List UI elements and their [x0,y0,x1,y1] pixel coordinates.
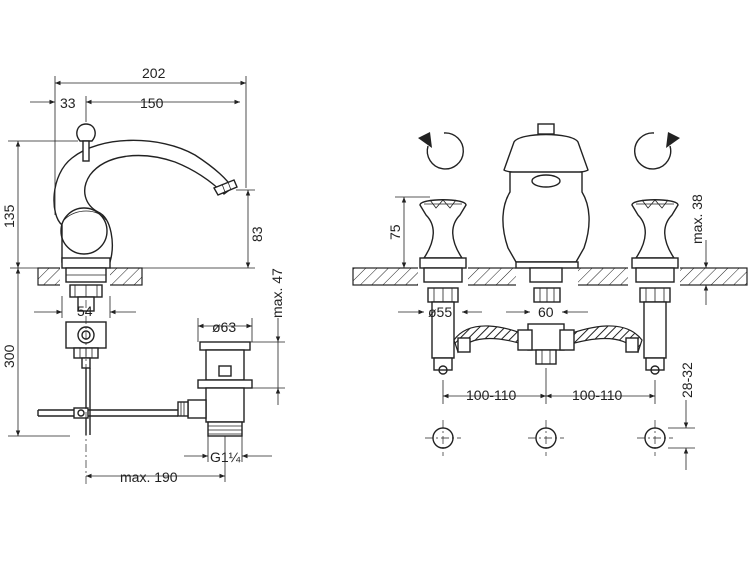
rotate-clockwise-icon [634,132,680,170]
mounting-hole-pattern [425,420,673,456]
dim-75: 75 [387,224,403,240]
right-handle [631,199,679,375]
side-view: 202 33 150 135 83 max. 47 300 54 ø63 G1¼… [1,65,285,485]
spout-base [61,257,111,269]
dim-150: 150 [140,95,164,111]
dim-phi-63: ø63 [212,319,236,335]
left-handle [419,199,467,375]
dim-28-32: 28-32 [679,362,695,398]
dim-33: 33 [60,95,76,111]
side-dimensions [8,76,285,482]
dim-202: 202 [142,65,166,81]
dim-max-47: max. 47 [269,268,285,318]
front-dimensions [395,196,715,470]
dim-300: 300 [1,344,17,368]
dim-g1-quarter: G1¼ [210,449,241,465]
dim-max-38: max. 38 [689,194,705,244]
rotate-counterclockwise-icon [418,132,464,170]
center-spout [502,123,590,365]
dim-83: 83 [249,226,265,242]
pop-up-knob [76,123,96,162]
dim-135: 135 [1,204,17,228]
dim-54: 54 [77,303,93,319]
drain-assembly [177,341,253,437]
front-view: 75 max. 38 ø55 60 100-110 100-110 28-32 [352,123,748,470]
spout [53,139,238,263]
dim-100-110-right: 100-110 [572,387,623,403]
dim-phi-55: ø55 [428,304,452,320]
dim-60: 60 [538,304,554,320]
dim-100-110-left: 100-110 [466,387,517,403]
dim-max-190: max. 190 [120,469,178,485]
